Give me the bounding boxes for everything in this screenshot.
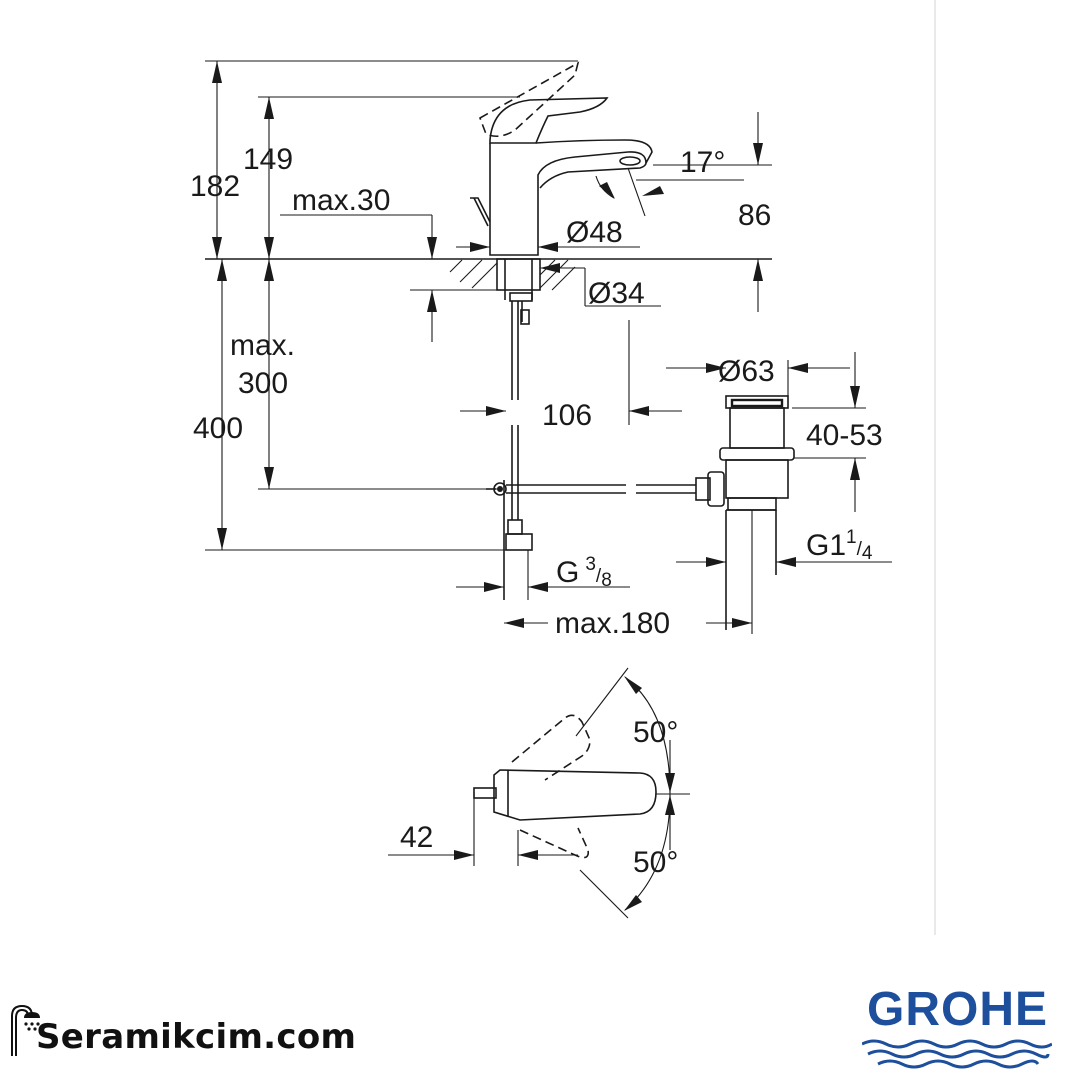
dim-42: 42: [400, 821, 433, 854]
dim-g1-quarter: G11/4: [806, 527, 873, 564]
dim-diameter-48: Ø48: [566, 216, 623, 249]
site-logo: Seramikcim.com: [6, 988, 356, 1058]
dim-106: 106: [542, 399, 592, 432]
dim-g38-slash: /: [596, 566, 602, 587]
grohe-waves-logo: [862, 1039, 1052, 1069]
dim-diameter-63: Ø63: [718, 355, 775, 388]
dim-g38-denominator: 8: [601, 570, 612, 591]
dim-diameter-34: Ø34: [588, 277, 645, 310]
dim-40-53: 40-53: [806, 419, 883, 452]
dim-max-30: max.30: [292, 184, 390, 217]
shower-head-icon: [11, 1004, 40, 1056]
dim-300: 300: [238, 367, 288, 400]
dim-g38-main: G: [556, 556, 579, 589]
dim-g1-main: G1: [806, 529, 846, 562]
dim-g1-slash: /: [857, 539, 863, 560]
dim-50-degrees-bottom: 50°: [633, 846, 678, 879]
dim-182: 182: [190, 170, 240, 203]
dim-g1-denominator: 4: [862, 543, 873, 564]
top-view: 50° 50° 42: [388, 667, 690, 919]
brand-logo: GROHE: [850, 984, 1065, 1074]
dim-149: 149: [243, 143, 293, 176]
site-name: Seramikcim.com: [36, 1017, 357, 1057]
dim-50-degrees-top: 50°: [633, 716, 678, 749]
side-view: 182 149 17° 86 max: [190, 60, 892, 640]
dim-17-degrees: 17°: [680, 146, 725, 179]
waste-valve: [719, 395, 795, 630]
dim-g1-numerator: 1: [846, 527, 857, 548]
dim-max-label: max.: [230, 329, 295, 362]
dim-400: 400: [193, 412, 243, 445]
dim-86: 86: [738, 199, 771, 232]
brand-name: GROHE: [866, 983, 1048, 1036]
dim-max-180: max.180: [555, 607, 670, 640]
dim-g38-numerator: 3: [585, 554, 596, 575]
vertical-divider: [934, 0, 936, 935]
